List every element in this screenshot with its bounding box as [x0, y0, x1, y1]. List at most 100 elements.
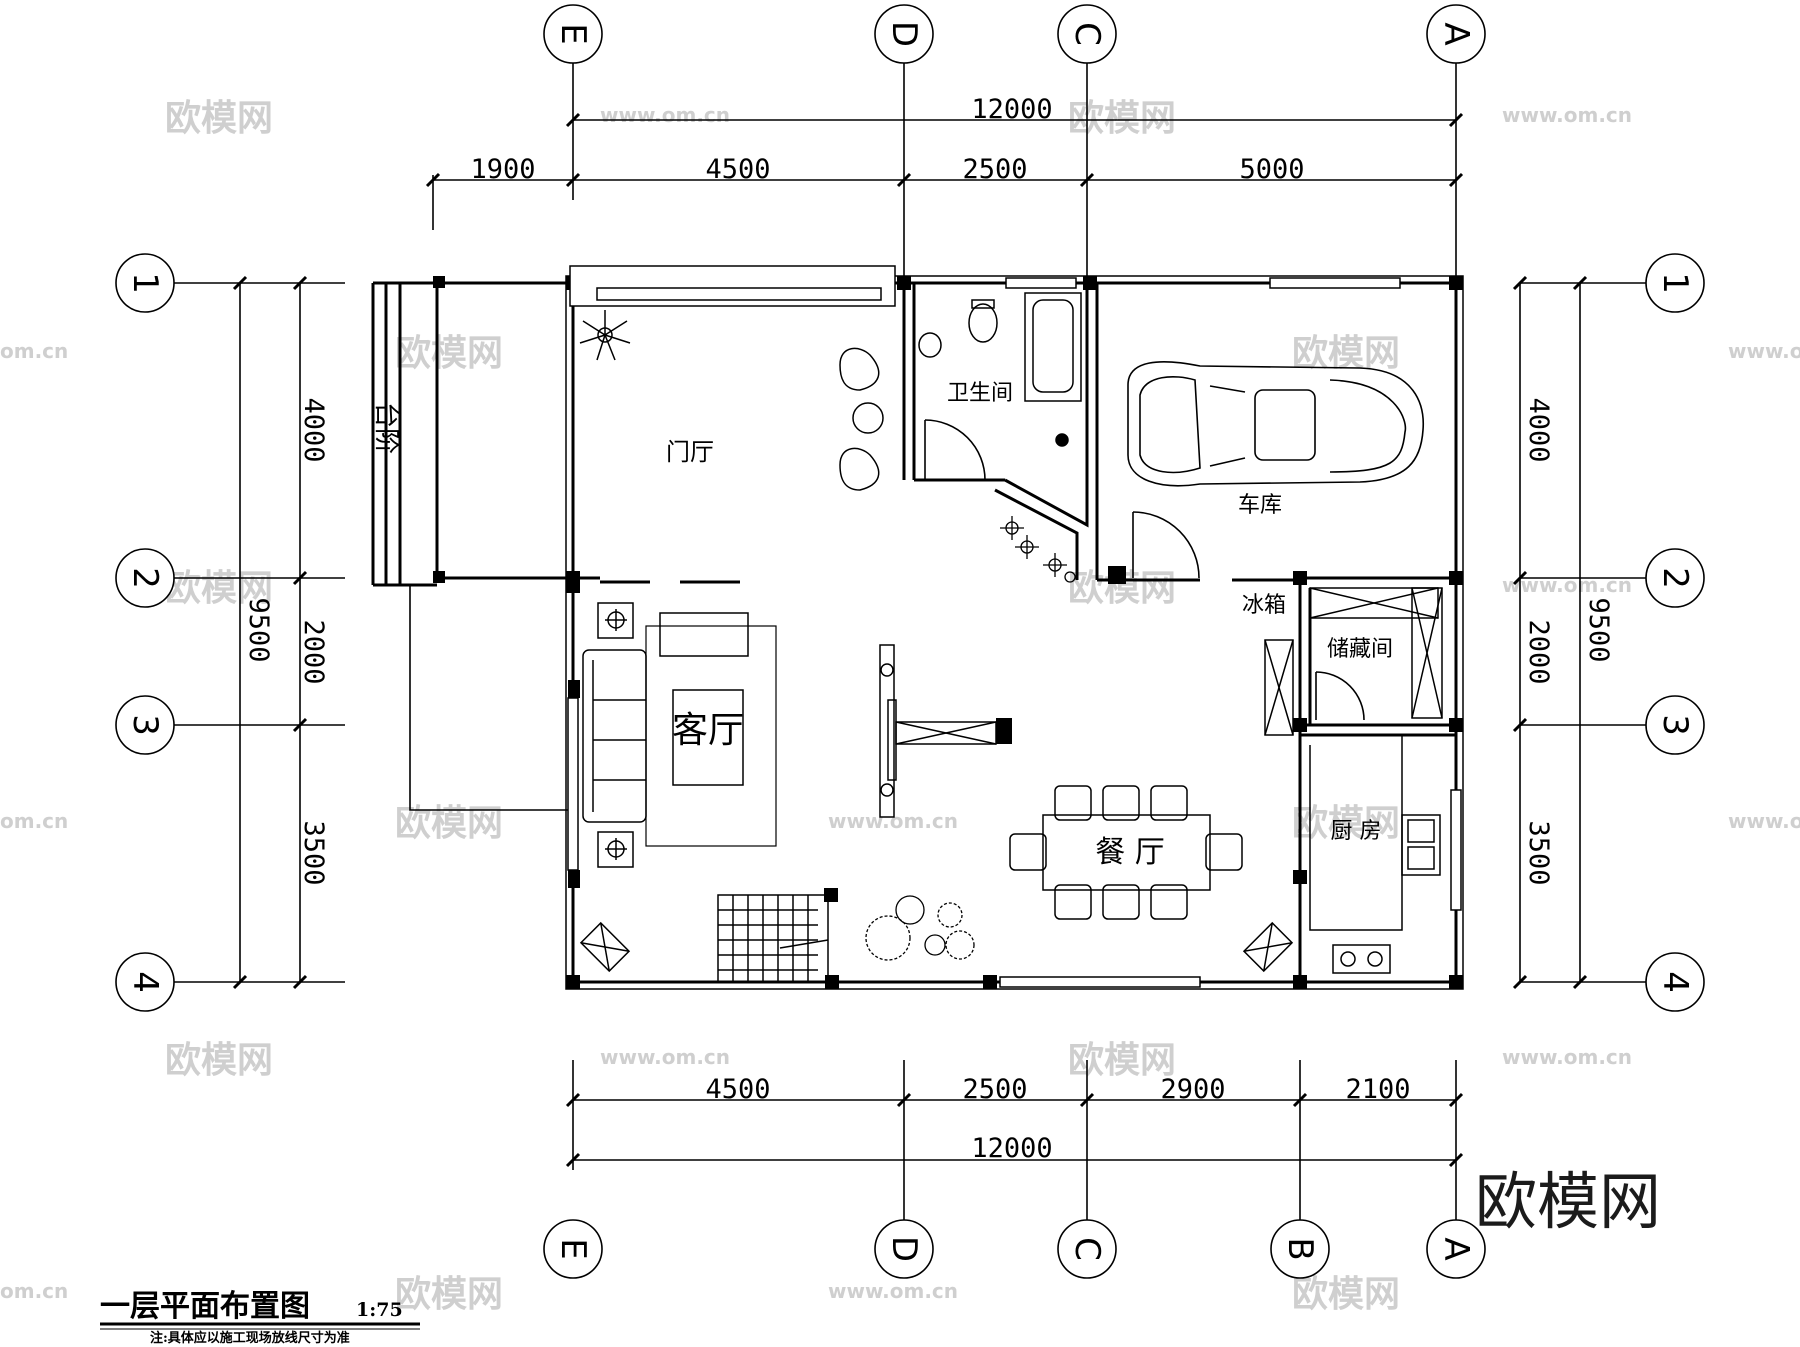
armchair-icon [839, 447, 880, 491]
axis-label: D [884, 1236, 924, 1262]
plant-icon [579, 310, 631, 361]
room-labels: 门厅 卫生间 车库 台阶 客厅 冰箱 储藏间 厨 房 餐 厅 [371, 381, 1393, 870]
dim-top-total: 12000 [971, 94, 1052, 125]
dim-bottom-part: 2900 [1160, 1074, 1225, 1105]
living-furniture [582, 602, 777, 868]
dim-bottom-part: 2500 [962, 1074, 1027, 1105]
dim-right-total: 9500 [1583, 597, 1614, 662]
axis-label: C [1067, 22, 1107, 46]
dim-top-part: 5000 [1239, 154, 1304, 185]
axis-label: 1 [125, 272, 165, 294]
axis-label: 1 [1655, 272, 1695, 294]
bathroom-fixtures [918, 292, 1082, 447]
plant-icon [865, 895, 975, 961]
axis-label: 4 [125, 971, 165, 993]
room-label-fridge: 冰箱 [1242, 593, 1286, 618]
room-label-bathroom: 卫生间 [947, 381, 1013, 406]
dining-set [1009, 785, 1243, 920]
axis-label: A [1436, 1237, 1476, 1260]
drawing-title: 一层平面布置图 [100, 1289, 310, 1324]
axis-bubble [1645, 548, 1705, 608]
axis-bubble [1057, 1219, 1117, 1279]
axis-label: A [1436, 22, 1476, 45]
kitchen-sink-icon [1401, 814, 1441, 876]
axis-bubbles [115, 4, 1705, 1279]
axis-bubble [1645, 952, 1705, 1012]
axis-label: B [1280, 1237, 1320, 1260]
floor-drain-icon [1055, 433, 1069, 447]
dining-table-icon [1042, 814, 1211, 891]
axis-label: E [553, 1238, 593, 1259]
watermark-domain: om.cn [0, 1279, 68, 1303]
watermark-brand: 欧模网 [165, 568, 273, 609]
dim-bottom-total: 12000 [971, 1133, 1052, 1164]
dim-left-part: 3500 [298, 820, 329, 885]
column-black [824, 888, 838, 902]
watermark-brand: 欧模网 [395, 333, 503, 374]
watermark-url: www.om.cn [1728, 339, 1800, 363]
watermark-url: www.om.cn [1502, 573, 1632, 597]
watermark-brand: 欧模网 [395, 1274, 503, 1315]
axis-bubble [543, 1219, 603, 1279]
watermark-layer: 欧模网 www.om.cn 欧模网 www.om.cn om.cn 欧模网 欧模… [0, 98, 1800, 1315]
watermark-url: www.om.cn [828, 1279, 958, 1303]
dim-right-part: 2000 [1523, 619, 1554, 684]
stove-icon [1332, 944, 1391, 974]
dimension-ticks [232, 112, 1588, 1168]
watermark-url: www.om.cn [600, 1045, 730, 1069]
lamp-table-icon [597, 831, 634, 868]
axis-label: 2 [125, 567, 165, 589]
axis-bubble [1645, 253, 1705, 313]
dimension-lines [239, 119, 1581, 1161]
axis-bubble [1426, 4, 1486, 64]
dim-right-part: 3500 [1523, 820, 1554, 885]
axis-bubble [874, 4, 934, 64]
dim-right-part: 4000 [1523, 397, 1554, 462]
axis-label: C [1067, 1237, 1107, 1261]
room-label-garage: 车库 [1238, 493, 1282, 518]
car-icon [1127, 361, 1425, 487]
sink-icon [918, 332, 942, 358]
dim-bottom-part: 4500 [705, 1074, 770, 1105]
watermark-url: www.om.cn [1502, 1045, 1632, 1069]
room-label-living: 客厅 [672, 710, 744, 751]
axis-bubble [115, 253, 175, 313]
planter-icon [579, 921, 1294, 973]
dim-bottom-part: 2100 [1345, 1074, 1410, 1105]
axis-bubble [874, 1219, 934, 1279]
dim-left-part: 2000 [298, 619, 329, 684]
watermark-url: www.om.cn [1728, 809, 1800, 833]
axis-bubble [115, 548, 175, 608]
axis-label: D [884, 21, 924, 47]
axis-bubble [1270, 1219, 1330, 1279]
drawing-note: 注:具体应以施工现场放线尺寸为准 [150, 1330, 350, 1346]
title-block: 一层平面布置图 1:75 注:具体应以施工现场放线尺寸为准 [100, 1289, 420, 1346]
dining-chair-icon [1009, 785, 1243, 920]
toilet-icon [968, 303, 998, 343]
axis-lines [172, 60, 1648, 1222]
axis-bubble [115, 695, 175, 755]
watermark-domain: om.cn [0, 339, 68, 363]
dim-left-part: 4000 [298, 397, 329, 462]
axis-label: E [553, 23, 593, 44]
room-label-storage: 储藏间 [1327, 637, 1393, 662]
watermark-url: www.om.cn [600, 103, 730, 127]
columns [433, 276, 1463, 989]
watermark-domain: om.cn [0, 809, 68, 833]
dim-top-part: 4500 [705, 154, 770, 185]
armchair-icon [659, 612, 749, 657]
watermark-brand: 欧模网 [1068, 98, 1176, 139]
axis-label: 3 [1655, 714, 1695, 736]
bathtub-icon [1024, 292, 1082, 402]
room-label-dining: 餐 厅 [1095, 835, 1165, 870]
axis-bubble [1057, 4, 1117, 64]
watermark-brand: 欧模网 [395, 803, 503, 844]
axis-labels: E D C A E D C B A 1 2 3 4 1 2 3 4 [125, 21, 1695, 1262]
dim-top-part: 2500 [962, 154, 1027, 185]
room-label-foyer: 门厅 [666, 438, 714, 466]
brand-watermark: 欧模网 [1475, 1165, 1661, 1238]
room-label-steps: 台阶 [371, 402, 401, 454]
axis-bubble [543, 4, 603, 64]
tv-cabinet [879, 644, 997, 818]
